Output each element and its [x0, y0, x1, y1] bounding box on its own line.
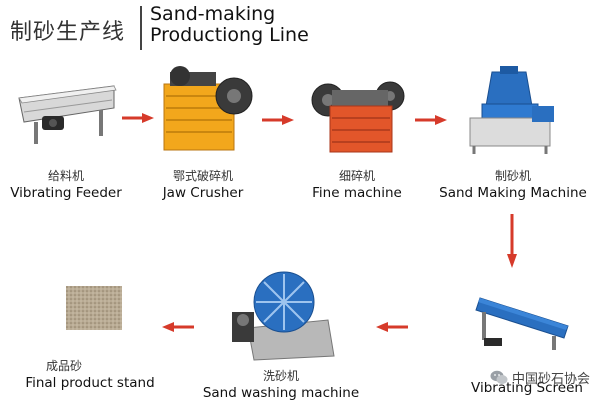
- label-vibrating-screen: Vibrating Screen: [462, 380, 592, 397]
- fine-machine-image: [311, 81, 405, 153]
- flow-arrow-5: [376, 322, 408, 332]
- label-final-product-zh: 成品砂: [46, 359, 83, 373]
- sand-making-machine-image: [469, 66, 554, 154]
- label-sand-washing-machine: 洗砂机 Sand washing machine: [196, 368, 366, 402]
- title-english-line1: Sand-making: [150, 3, 276, 25]
- label-jaw-crusher: 鄂式破碎机 Jaw Crusher: [148, 168, 258, 202]
- label-fine-machine-en: Fine machine: [312, 185, 402, 201]
- watermark: 中国砂石协会: [490, 368, 590, 387]
- label-sand-making-machine-en: Sand Making Machine: [439, 185, 587, 201]
- wechat-icon: [490, 370, 508, 384]
- label-vibrating-screen-en: Vibrating Screen: [471, 380, 583, 396]
- final-sand-image: [66, 286, 122, 330]
- flow-arrow-3: [415, 115, 447, 125]
- label-vibrating-feeder-en: Vibrating Feeder: [10, 185, 122, 201]
- watermark-text: 中国砂石协会: [511, 372, 590, 387]
- label-sand-washing-machine-zh: 洗砂机: [262, 369, 299, 383]
- label-fine-machine: 细碎机 Fine machine: [302, 168, 412, 202]
- title-english: Sand-making Productiong Line: [150, 4, 309, 46]
- title-english-line2: Productiong Line: [150, 24, 309, 46]
- flow-arrow-1: [122, 113, 154, 123]
- title-divider: [140, 6, 142, 50]
- label-vibrating-feeder: 给料机 Vibrating Feeder: [2, 168, 130, 202]
- label-vibrating-feeder-zh: 给料机: [47, 169, 84, 183]
- label-fine-machine-zh: 细碎机: [338, 169, 375, 183]
- flow-arrow-2: [262, 115, 294, 125]
- label-sand-making-machine-zh: 制砂机: [494, 169, 531, 183]
- flow-arrow-6: [162, 322, 194, 332]
- title-chinese: 制砂生产线: [10, 20, 126, 45]
- label-final-product: 成品砂 Final product stand: [10, 358, 170, 392]
- flow-arrow-4: [507, 214, 517, 268]
- vibrating-screen-image: [475, 297, 569, 350]
- jaw-crusher-image: [163, 66, 253, 151]
- label-jaw-crusher-zh: 鄂式破碎机: [172, 169, 233, 183]
- label-final-product-en: Final product stand: [25, 375, 155, 391]
- sand-washing-machine-image: [232, 271, 335, 361]
- label-jaw-crusher-en: Jaw Crusher: [162, 185, 244, 201]
- label-sand-making-machine: 制砂机 Sand Making Machine: [430, 168, 596, 202]
- vibrating-feeder-image: [18, 85, 117, 144]
- label-sand-washing-machine-en: Sand washing machine: [202, 385, 360, 401]
